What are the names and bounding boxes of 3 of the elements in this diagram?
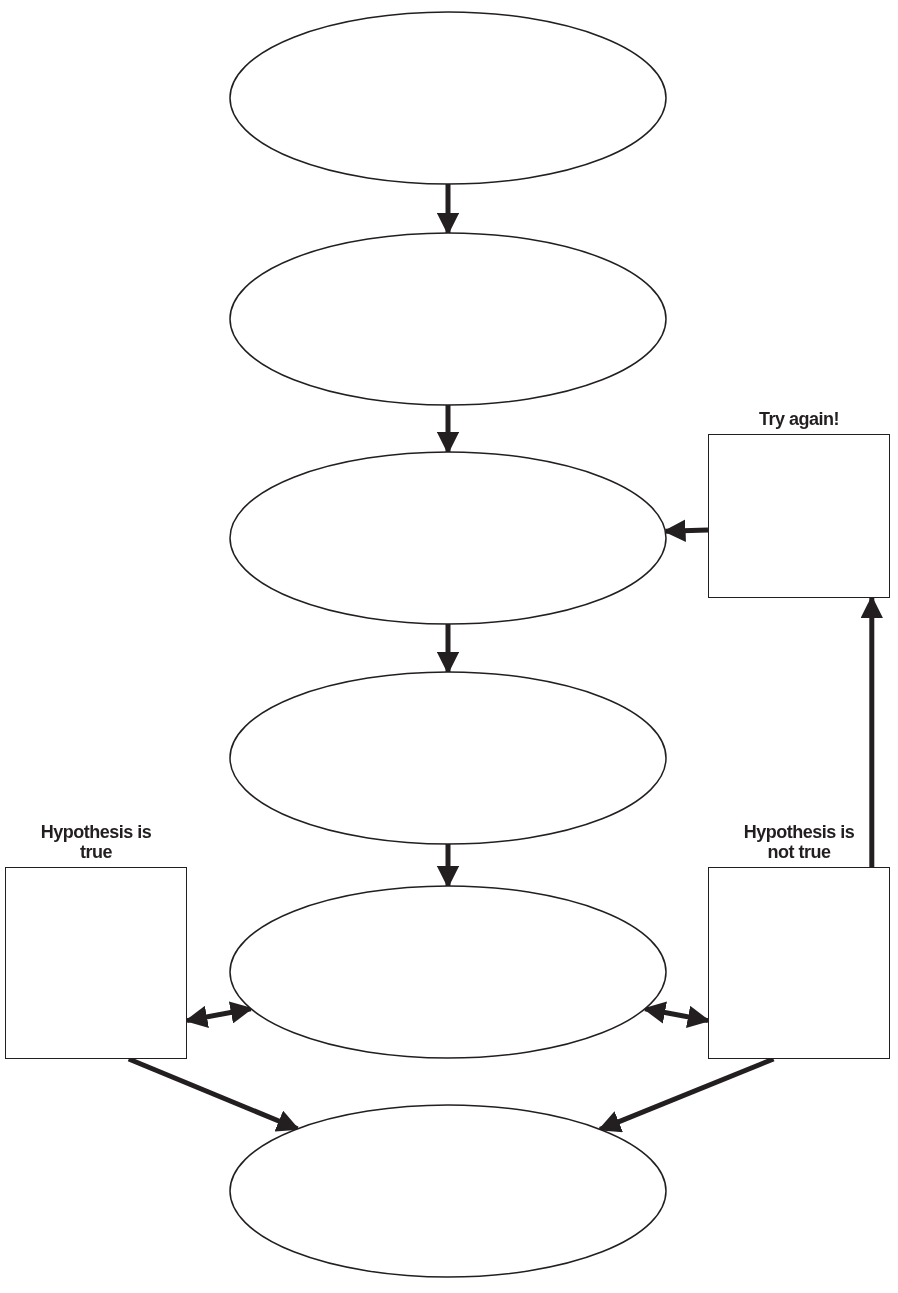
- box-heading: Hypothesis is not true: [742, 822, 856, 862]
- box-heading: Try again!: [758, 409, 840, 429]
- box-heading: Hypothesis is true: [39, 822, 153, 862]
